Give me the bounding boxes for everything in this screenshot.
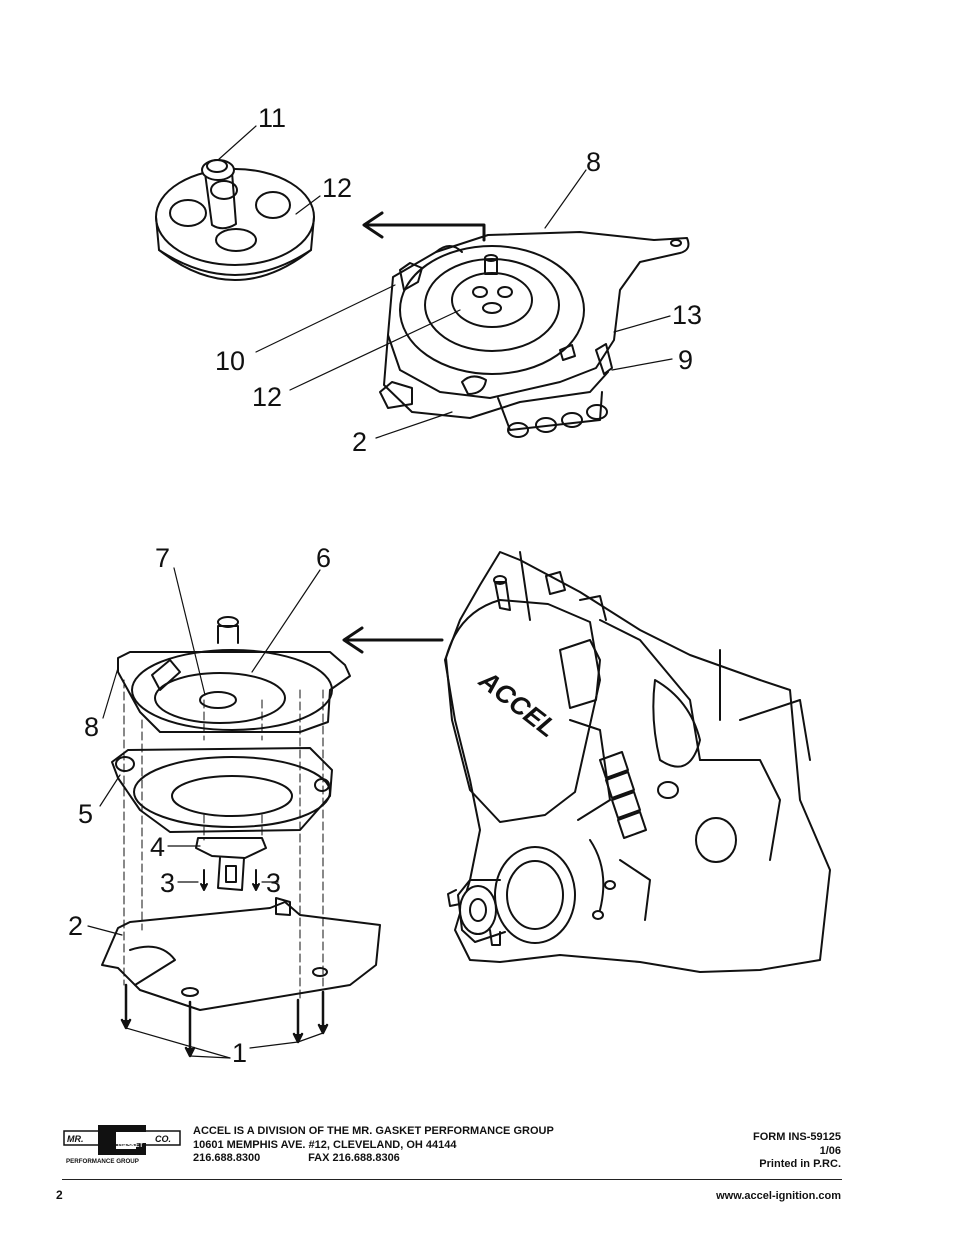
top-callouts: 11 12 8 13 9 10 12 2: [215, 103, 702, 457]
callout-7: 7: [155, 543, 170, 573]
company-address-block: ACCEL IS A DIVISION OF THE MR. GASKET PE…: [193, 1125, 554, 1166]
engine-drawing: ACCEL: [444, 551, 831, 973]
distributor-housing-part: [379, 231, 690, 438]
logo-group-text: PERFORMANCE GROUP: [66, 1158, 139, 1165]
address-line: 10601 MEMPHIS AVE. #12, CLEVELAND, OH 44…: [193, 1138, 457, 1151]
form-number: FORM INS-59125: [752, 1131, 841, 1143]
form-date: 1/06: [819, 1144, 841, 1157]
callout-4: 4: [150, 832, 165, 862]
phone-fax-row: 216.688.8300 FAX 216.688.8306: [193, 1152, 554, 1166]
cap-plate-part: [117, 616, 351, 733]
website-link[interactable]: www.accel-ignition.com: [716, 1190, 841, 1202]
callout-8: 8: [586, 147, 601, 177]
callout-5: 5: [78, 799, 93, 829]
callout-1: 1: [232, 1038, 247, 1068]
bottom-arrow: [342, 626, 444, 654]
callout-2: 2: [352, 427, 367, 457]
division-line: ACCEL IS A DIVISION OF THE MR. GASKET PE…: [193, 1125, 554, 1137]
form-info-block: FORM INS-59125 1/06 Printed in P.RC.: [753, 1131, 841, 1172]
middle-ring-part: [111, 747, 333, 833]
bottom-leader-lines: [87, 567, 324, 1059]
callout-12: 12: [322, 173, 352, 203]
logo-mr-text: MR.: [67, 1134, 84, 1144]
screw-arrows-3: [200, 869, 260, 891]
callout-3: 3: [160, 868, 175, 898]
callout-2: 2: [68, 911, 83, 941]
logo-gasket-text: GASKET: [118, 1143, 143, 1149]
screw-parts: [120, 983, 329, 1058]
logo-co-text: CO.: [155, 1134, 171, 1144]
mr-gasket-logo: MR. CO. GASKET PERFORMANCE GROUP: [63, 1125, 181, 1165]
callout-12: 12: [252, 382, 282, 412]
phone-number: 216.688.8300: [193, 1152, 261, 1164]
pickup-part: [195, 837, 267, 891]
page-number: 2: [56, 1188, 63, 1202]
callout-8: 8: [84, 712, 99, 742]
fax-number: FAX 216.688.8306: [308, 1152, 400, 1164]
callout-10: 10: [215, 346, 245, 376]
callout-9: 9: [678, 345, 693, 375]
callout-6: 6: [316, 543, 331, 573]
callout-3: 3: [266, 868, 281, 898]
rotor-plate-part: [155, 159, 315, 281]
bottom-callouts: 7 6 8 5 4 3 3 2 1: [68, 543, 331, 1068]
callout-13: 13: [672, 300, 702, 330]
base-housing-part: [101, 897, 381, 1011]
exploded-diagram: ACCEL 11 12 8 13 9 10 12 2 7 6 8 5 4 3 3…: [68, 103, 831, 1068]
top-leader-lines: [217, 125, 673, 439]
printed-in: Printed in P.RC.: [759, 1158, 841, 1170]
alignment-lines: [123, 679, 324, 1001]
top-arrow: [362, 211, 486, 242]
footer-divider: [62, 1179, 842, 1180]
callout-11: 11: [258, 103, 286, 133]
